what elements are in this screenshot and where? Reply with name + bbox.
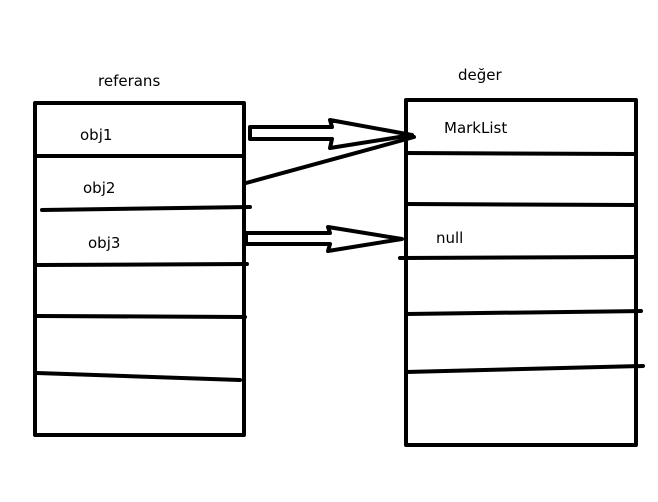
right-table: MarkList null: [398, 98, 645, 447]
left-table: obj1 obj2 obj3: [33, 101, 252, 437]
left-row-label: obj2: [83, 179, 115, 197]
right-row-divider: [404, 309, 643, 316]
left-row-divider: [35, 371, 242, 382]
left-row-label: obj1: [80, 126, 112, 144]
right-table-title: değer: [458, 66, 503, 84]
left-table-title: referans: [98, 72, 160, 90]
left-row-label: obj3: [88, 234, 120, 252]
right-table-border: [404, 98, 638, 447]
left-row-divider: [35, 262, 249, 267]
left-row-divider: [40, 205, 252, 212]
left-table-border: [33, 101, 246, 437]
right-row-divider: [404, 202, 638, 207]
right-row-divider: [398, 255, 638, 260]
right-row-label: MarkList: [444, 119, 507, 137]
right-row-divider: [404, 364, 645, 374]
arrow-obj2-to-marklist: [244, 135, 416, 185]
left-row-divider: [35, 314, 247, 319]
arrow-obj1-to-marklist: [248, 118, 414, 150]
right-row-label: null: [436, 229, 463, 247]
arrow-obj3-to-null: [244, 225, 404, 253]
right-row-divider: [404, 151, 638, 156]
